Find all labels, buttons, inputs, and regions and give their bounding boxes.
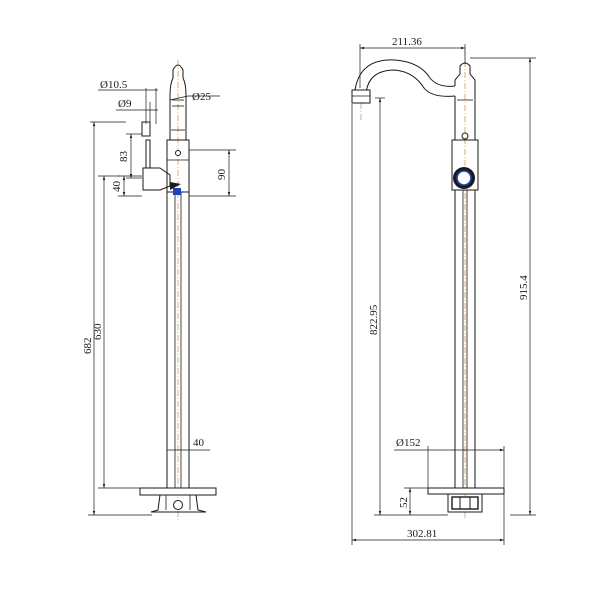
dim-211-36: 211.36 [359, 36, 466, 88]
dim-40-base: 40 [167, 437, 210, 451]
dim-682: 682 [82, 121, 152, 516]
label-682: 682 [82, 338, 94, 355]
label-83: 83 [118, 151, 130, 163]
label-dia-152: Ø152 [396, 437, 420, 449]
right-column [454, 50, 476, 520]
dim-90: 90 [189, 149, 236, 197]
label-dia-9: Ø9 [118, 98, 132, 110]
dim-dia-9: Ø9 [116, 98, 158, 124]
label-40-side: 40 [111, 181, 123, 193]
label-dia-10-5: Ø10.5 [100, 79, 128, 91]
right-view: 211.36 915.4 822.95 Ø152 52 [351, 36, 536, 545]
dim-dia-152: Ø152 [394, 437, 505, 488]
right-head [451, 62, 479, 191]
left-head [141, 64, 190, 195]
dim-302-81: 302.81 [351, 104, 505, 545]
right-spout [351, 59, 456, 120]
dim-52: 52 [398, 487, 428, 515]
dim-dia-10-5: Ø10.5 [98, 79, 158, 124]
left-view: Ø10.5 Ø9 Ø25 83 40 [82, 60, 236, 520]
dim-630: 630 [92, 175, 140, 489]
dim-915-4: 915.4 [470, 57, 536, 516]
label-302-81: 302.81 [407, 528, 437, 540]
label-dia-25: Ø25 [192, 91, 211, 103]
dim-40-side: 40 [111, 175, 142, 197]
dim-83: 83 [118, 133, 142, 179]
label-822-95: 822.95 [368, 304, 380, 335]
dim-822-95: 822.95 [368, 97, 448, 516]
left-column [166, 60, 190, 520]
right-base [427, 487, 505, 513]
label-90: 90 [216, 169, 228, 181]
label-40-base: 40 [193, 437, 205, 449]
dim-dia-25: Ø25 [169, 91, 220, 103]
label-52: 52 [398, 497, 410, 508]
left-base [139, 487, 217, 513]
label-915-4: 915.4 [518, 275, 530, 300]
label-211-36: 211.36 [392, 36, 422, 48]
